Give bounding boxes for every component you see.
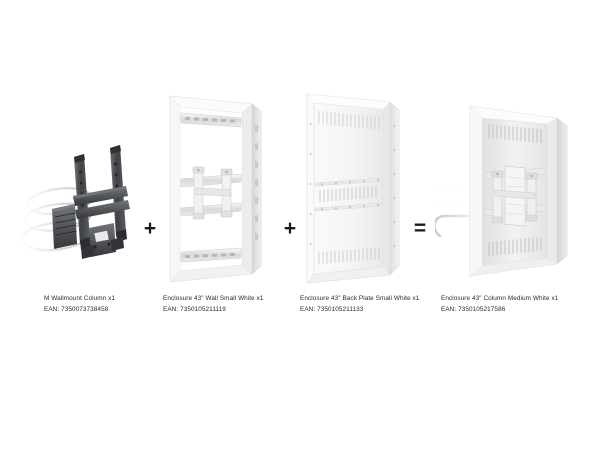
product-image-back-plate [295,80,415,290]
product-name: Enclosure 43" Wall Small White x1 [163,295,264,302]
column-medium-illustration [435,105,568,277]
product-name: Enclosure 43" Back Plate Small White x1 [300,295,420,302]
product-image-column-medium [435,80,575,290]
product-caption-column-medium: Enclosure 43" Column Medium White x1 EAN… [441,293,558,315]
product-caption-back-plate: Enclosure 43" Back Plate Small White x1 … [300,293,419,315]
operator-plus-icon: + [283,217,297,240]
product-ean: EAN: 7350105217586 [441,306,506,313]
product-ean: EAN: 7350105211133 [300,306,364,313]
product-name: Enclosure 43" Column Medium White x1 [441,295,559,302]
wall-enclosure-illustration [169,95,262,283]
product-name: M Wallmount Column x1 [44,295,116,302]
product-image-wall-enclosure [160,80,275,290]
operator-equals-icon: = [413,217,427,240]
back-plate-illustration [306,93,400,284]
product-ean: EAN: 7350073738458 [44,306,109,313]
product-caption-wall-enclosure: Enclosure 43" Wall Small White x1 EAN: 7… [163,293,264,315]
product-image-wallmount-column [18,80,136,290]
product-ean: EAN: 7350105211119 [163,306,226,313]
wallmount-column-illustration [21,145,130,259]
product-caption-wallmount-column: M Wallmount Column x1 EAN: 7350073738458 [44,293,115,315]
operator-plus-icon: + [143,217,157,240]
